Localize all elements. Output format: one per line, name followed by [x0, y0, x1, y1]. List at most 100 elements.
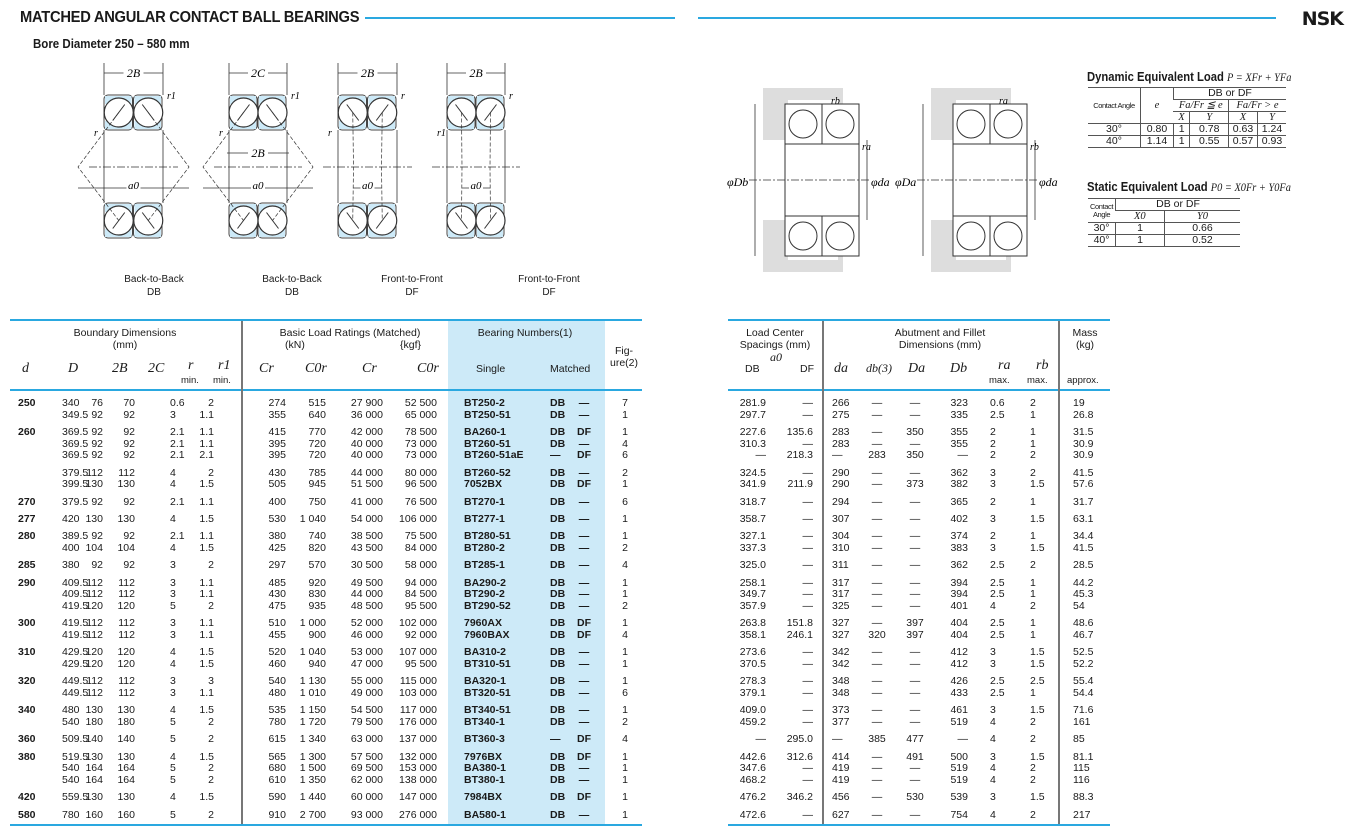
- table-cell: 79 500: [350, 716, 383, 728]
- table-cell: DB: [550, 408, 566, 421]
- table-cell: —: [578, 576, 590, 589]
- table-cell: 43 500: [350, 542, 383, 554]
- table-cell: 395: [268, 437, 286, 450]
- table-cell: 1: [622, 588, 628, 601]
- table-cell: —: [802, 408, 814, 421]
- table-cell: 3: [170, 687, 176, 699]
- table-cell: —: [871, 617, 883, 630]
- column-divider: [241, 321, 243, 824]
- table-cell: 2.1: [170, 437, 185, 450]
- table-cell: 1: [1030, 426, 1036, 438]
- table-cell: 112: [118, 687, 135, 699]
- col-db: db(3): [866, 361, 892, 375]
- table-cell: 7: [622, 397, 628, 409]
- table-cell: —: [909, 559, 921, 572]
- table-cell: BT380-1: [464, 774, 505, 786]
- table-cell: 75 500: [404, 530, 437, 543]
- table-cell: 2: [1030, 808, 1036, 821]
- table-cell: 1.5: [1030, 791, 1045, 804]
- table-cell: 4: [622, 559, 628, 572]
- table-cell: 112: [118, 629, 135, 641]
- table-cell: 44 000: [350, 588, 383, 601]
- table-cell: 3: [170, 629, 176, 641]
- table-cell: —: [578, 466, 590, 479]
- table-cell: 27 900: [350, 397, 383, 409]
- table-cell: 130: [85, 791, 103, 804]
- table-cell: BT310-51: [464, 658, 511, 670]
- table-cell: 754: [950, 808, 968, 821]
- table-cell: 4: [990, 774, 996, 786]
- table-cell: BT250-2: [464, 397, 505, 409]
- table-cell: 34.4: [1073, 530, 1094, 543]
- table-cell: 132 000: [399, 750, 437, 763]
- table-cell: —: [871, 513, 883, 525]
- table-cell: 480: [62, 704, 80, 717]
- table-cell: —: [909, 704, 921, 717]
- table-cell: DF: [577, 791, 591, 804]
- table-cell: —: [832, 733, 843, 746]
- table-cell: 2: [1030, 397, 1036, 409]
- table-cell: 520: [268, 646, 286, 659]
- table-cell: 76: [91, 397, 103, 409]
- table-cell: 120: [117, 658, 135, 670]
- col-ra: ra: [998, 358, 1011, 373]
- col-single: Single: [476, 363, 506, 375]
- dimension-label: 2B: [361, 66, 375, 80]
- table-cell: 290: [832, 478, 850, 491]
- table-cell: DB: [550, 559, 566, 572]
- table-cell: 383: [950, 542, 968, 554]
- table-cell: —: [578, 437, 590, 450]
- table-cell: 46.7: [1073, 629, 1094, 641]
- table-cell: DB: [550, 808, 566, 821]
- table-cell: 6: [622, 449, 628, 462]
- col-D: D: [68, 361, 79, 376]
- table-cell: 3: [170, 559, 176, 572]
- table-cell: 1: [1030, 617, 1036, 630]
- table-cell: 565: [268, 750, 286, 763]
- table-cell: 40 000: [350, 437, 383, 450]
- table-cell: 6: [622, 687, 628, 699]
- corner-radius-label: r: [509, 91, 513, 102]
- table-cell: 2.1: [199, 449, 214, 462]
- table-cell: 1.5: [199, 791, 214, 804]
- table-cell: 780: [268, 716, 286, 728]
- table-cell: 5: [170, 716, 176, 728]
- table-cell: 277: [18, 513, 36, 525]
- table-cell: —: [871, 530, 883, 543]
- table-cell: 26.8: [1073, 408, 1094, 421]
- table-cell: 92: [123, 449, 135, 462]
- col-a0-db: DB: [745, 363, 760, 375]
- table-cell: 140: [117, 733, 135, 746]
- table-cell: 337.3: [739, 542, 766, 554]
- dimension-label: 2B: [127, 66, 141, 80]
- table-cell: 401: [950, 600, 968, 612]
- table-cell: 1: [622, 704, 628, 717]
- table-cell: 425: [268, 542, 286, 554]
- table-cell: 2.5: [990, 617, 1005, 630]
- table-cell: 1.5: [199, 658, 214, 670]
- table-cell: 362: [950, 466, 968, 479]
- table-cell: DB: [550, 675, 566, 688]
- table-cell: 285: [18, 559, 36, 572]
- table-cell: 52 000: [350, 617, 383, 630]
- table-cell: 51 500: [350, 478, 383, 491]
- table-cell: 47 000: [350, 658, 383, 670]
- table-cell: —: [871, 466, 883, 479]
- table-cell: 400: [62, 542, 80, 554]
- table-cell: 211.9: [787, 478, 814, 491]
- col-C0r-kgf: C0r: [417, 361, 439, 376]
- min-label: min.: [213, 375, 231, 386]
- table-cell: 409.0: [739, 704, 766, 717]
- table-cell: 6: [622, 495, 628, 508]
- brand-logo: NSK: [1301, 8, 1344, 30]
- table-cell: —: [957, 733, 969, 746]
- table-cell: 41.5: [1073, 542, 1094, 554]
- table-cell: 1.5: [1030, 750, 1045, 763]
- table-cell: —: [802, 716, 814, 728]
- table-cell: 7960BAX: [464, 629, 510, 641]
- table-cell: 1: [622, 426, 628, 438]
